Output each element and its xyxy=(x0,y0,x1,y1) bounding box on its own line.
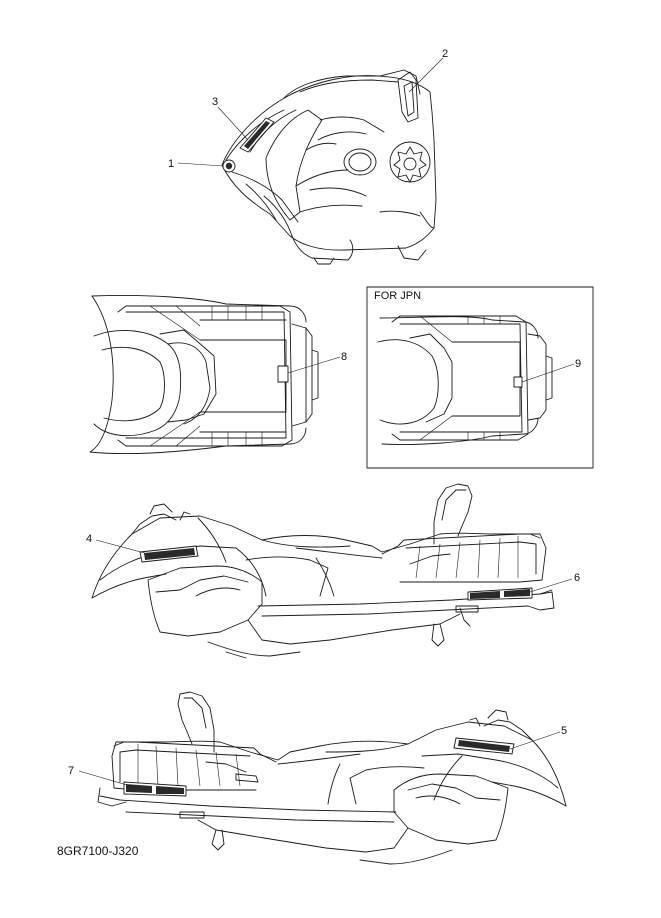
front-view-drawing xyxy=(222,70,436,264)
callout-2: 2 xyxy=(442,48,448,60)
leader-line-5 xyxy=(510,732,560,749)
leader-line-9 xyxy=(522,364,574,382)
leader-lines xyxy=(79,58,574,787)
diagram-code: 8GR7100-J320 xyxy=(57,844,139,858)
callout-6: 6 xyxy=(574,572,580,584)
right-side-view-drawing xyxy=(98,692,566,864)
callout-numbers: 1 2 3 4 5 6 7 8 9 xyxy=(68,48,581,777)
callout-7: 7 xyxy=(68,765,74,777)
callout-3: 3 xyxy=(212,96,218,108)
callout-5: 5 xyxy=(561,725,567,737)
leader-line-3 xyxy=(218,107,248,140)
leader-line-7 xyxy=(79,771,134,787)
leader-line-8 xyxy=(288,357,340,373)
jpn-inset-frame xyxy=(367,287,593,468)
rear-rack-view-drawing xyxy=(90,295,318,453)
jpn-inset: FOR JPN xyxy=(367,287,593,468)
callout-8: 8 xyxy=(341,351,347,363)
callout-9: 9 xyxy=(575,358,581,370)
callout-1: 1 xyxy=(168,158,174,170)
leader-line-1 xyxy=(178,163,223,166)
left-side-view-drawing xyxy=(92,484,554,658)
jpn-inset-title: FOR JPN xyxy=(374,290,421,302)
callout-4: 4 xyxy=(86,533,92,545)
